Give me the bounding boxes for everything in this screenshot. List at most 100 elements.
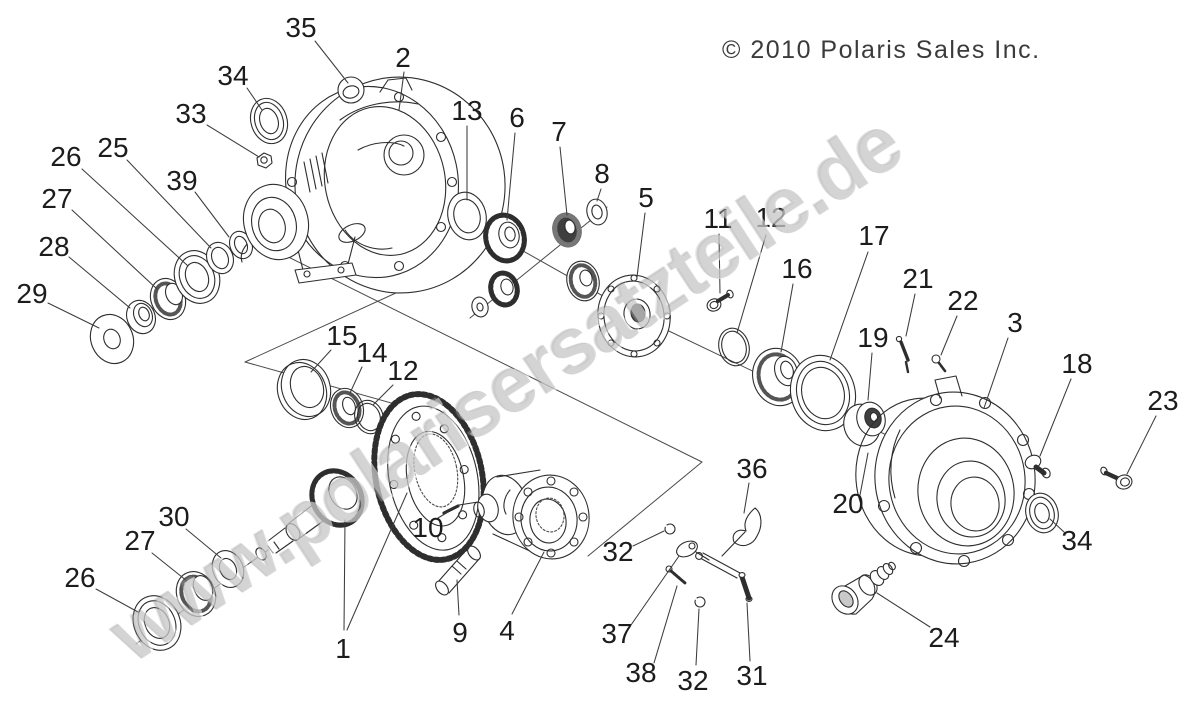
leader-line-4	[511, 551, 545, 615]
leader-line-1	[346, 492, 408, 631]
part-number-label-1: 1	[335, 633, 351, 664]
leader-line-12	[736, 234, 767, 334]
part-nut-33	[256, 152, 273, 169]
part-number-label-35: 35	[285, 12, 316, 43]
part-ring-32-upper	[664, 523, 676, 535]
part-ring-15	[276, 358, 332, 421]
leader-line-22	[940, 315, 958, 356]
leader-line-24	[876, 592, 931, 628]
leader-line-38	[653, 585, 678, 664]
part-output-flange	[597, 274, 672, 358]
part-pinion-shaft	[255, 468, 365, 561]
part-washer-small	[471, 296, 489, 318]
leader-line-1	[343, 519, 346, 631]
leader-line-14	[349, 366, 363, 394]
part-number-label-26: 26	[50, 141, 81, 172]
part-number-label-26: 26	[64, 562, 95, 593]
part-spacer-39	[228, 230, 254, 260]
leader-line-29	[47, 302, 100, 329]
part-number-label-5: 5	[638, 182, 654, 213]
part-ring-gear	[371, 391, 487, 563]
leader-line-35	[314, 40, 349, 84]
part-bearing-14	[329, 387, 365, 429]
leader-line-33	[206, 124, 260, 158]
part-screw-22	[931, 354, 947, 373]
part-number-label-33: 33	[175, 98, 206, 129]
leader-line-37	[630, 555, 680, 626]
part-number-label-12: 12	[755, 202, 786, 233]
part-number-label-17: 17	[858, 220, 889, 251]
part-number-label-37: 37	[601, 618, 632, 649]
leader-line-17	[829, 251, 869, 361]
leader-line-26	[95, 588, 139, 613]
part-side-gear	[566, 260, 600, 302]
leader-line-7	[559, 146, 568, 216]
part-coupler-19	[843, 401, 886, 447]
part-number-label-22: 22	[947, 285, 978, 316]
leader-line-11	[718, 233, 721, 294]
part-number-label-38: 38	[625, 657, 656, 688]
leader-line-20	[859, 452, 869, 496]
leader-line-34	[246, 87, 263, 111]
part-number-label-27: 27	[124, 525, 155, 556]
part-breather-21	[895, 335, 910, 374]
part-number-label-20: 20	[832, 488, 863, 519]
part-oring-12-mid	[354, 399, 384, 435]
part-number-label-12: 12	[387, 355, 418, 386]
part-rod-31	[738, 572, 753, 602]
leader-line-27	[151, 552, 188, 582]
part-number-label-34: 34	[1061, 525, 1092, 556]
part-ring-32-lower	[694, 596, 706, 608]
part-seal-34-upper	[249, 97, 289, 145]
leader-line-23	[1126, 415, 1157, 475]
part-number-label-29: 29	[16, 278, 47, 309]
part-number-label-3: 3	[1007, 307, 1023, 338]
part-number-label-31: 31	[736, 660, 767, 691]
part-number-label-10: 10	[412, 512, 443, 543]
part-race-17	[789, 354, 857, 432]
part-number-label-21: 21	[902, 263, 933, 294]
part-number-label-32: 32	[677, 665, 708, 696]
part-lever-37	[676, 540, 710, 561]
part-number-label-7: 7	[551, 116, 567, 147]
part-number-label-18: 18	[1061, 348, 1092, 379]
part-number-label-32: 32	[602, 536, 633, 567]
leader-line-8	[596, 188, 602, 202]
leader-line-31	[746, 602, 751, 662]
part-number-label-8: 8	[594, 158, 610, 189]
leader-line-34	[1049, 518, 1065, 533]
leader-line-3	[983, 337, 1009, 409]
leader-line-12	[372, 384, 394, 406]
leader-line-26	[81, 168, 189, 267]
part-number-label-25: 25	[97, 132, 128, 163]
part-screw-38	[665, 565, 687, 585]
part-number-label-2: 2	[395, 42, 411, 73]
part-spider-gear-7	[552, 212, 582, 248]
part-number-label-30: 30	[158, 501, 189, 532]
part-number-label-16: 16	[781, 253, 812, 284]
part-sensor-24	[831, 561, 896, 615]
part-number-label-15: 15	[326, 320, 357, 351]
part-number-label-19: 19	[857, 322, 888, 353]
part-fork-shaft	[695, 552, 741, 579]
leader-line-6	[506, 132, 516, 221]
part-spider-gear-small	[488, 270, 520, 308]
part-rear-cover	[874, 375, 1036, 568]
part-main-housing	[240, 76, 506, 294]
leader-line-2	[398, 71, 405, 111]
part-diff-carrier	[473, 469, 590, 560]
leader-line-36	[743, 482, 750, 514]
leader-line-9	[456, 579, 460, 616]
part-number-label-11: 11	[703, 203, 732, 234]
leader-line-18	[1039, 378, 1072, 457]
part-nut-28	[125, 299, 157, 335]
leader-line-32	[695, 608, 700, 666]
part-bearing-27-lower	[175, 571, 217, 617]
part-ring-25	[205, 241, 235, 275]
leader-line-27	[71, 209, 158, 290]
leader-line-19	[867, 352, 873, 401]
part-plug-18	[1024, 454, 1051, 479]
part-spider-gear-6	[483, 212, 527, 264]
